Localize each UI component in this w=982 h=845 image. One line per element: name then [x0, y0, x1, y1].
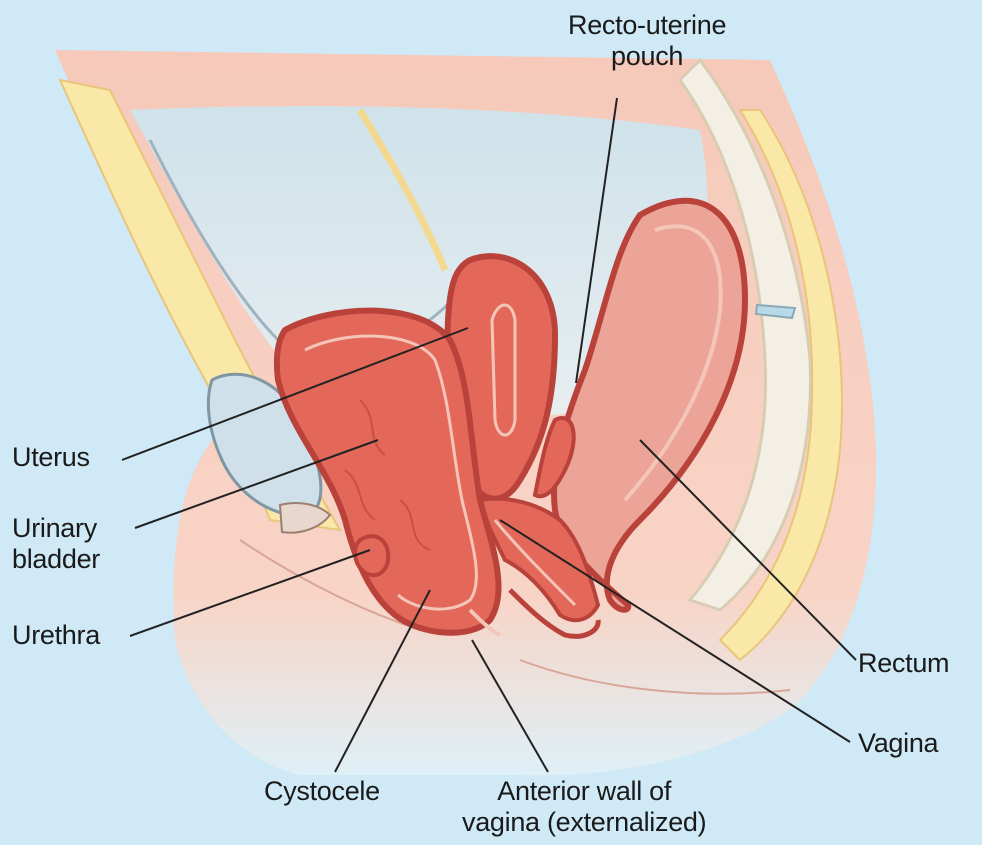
- label-urethra: Urethra: [12, 620, 100, 651]
- label-line: pouch: [568, 41, 726, 72]
- label-recto-uterine-pouch: Recto-uterine pouch: [568, 10, 726, 72]
- label-line: Cystocele: [264, 776, 380, 807]
- label-rectum: Rectum: [858, 648, 949, 679]
- label-line: vagina (externalized): [462, 807, 706, 838]
- label-urinary-bladder: Urinary bladder: [12, 513, 100, 575]
- label-line: Rectum: [858, 648, 949, 679]
- label-anterior-wall: Anterior wall of vagina (externalized): [462, 776, 706, 838]
- label-line: Vagina: [858, 728, 938, 759]
- label-line: Uterus: [12, 442, 90, 473]
- label-line: Urinary: [12, 513, 100, 544]
- label-cystocele: Cystocele: [264, 776, 380, 807]
- label-line: bladder: [12, 544, 100, 575]
- urethra: [355, 536, 388, 575]
- label-line: Urethra: [12, 620, 100, 651]
- label-vagina: Vagina: [858, 728, 938, 759]
- label-line: Anterior wall of: [462, 776, 706, 807]
- label-line: Recto-uterine: [568, 10, 726, 41]
- label-uterus: Uterus: [12, 442, 90, 473]
